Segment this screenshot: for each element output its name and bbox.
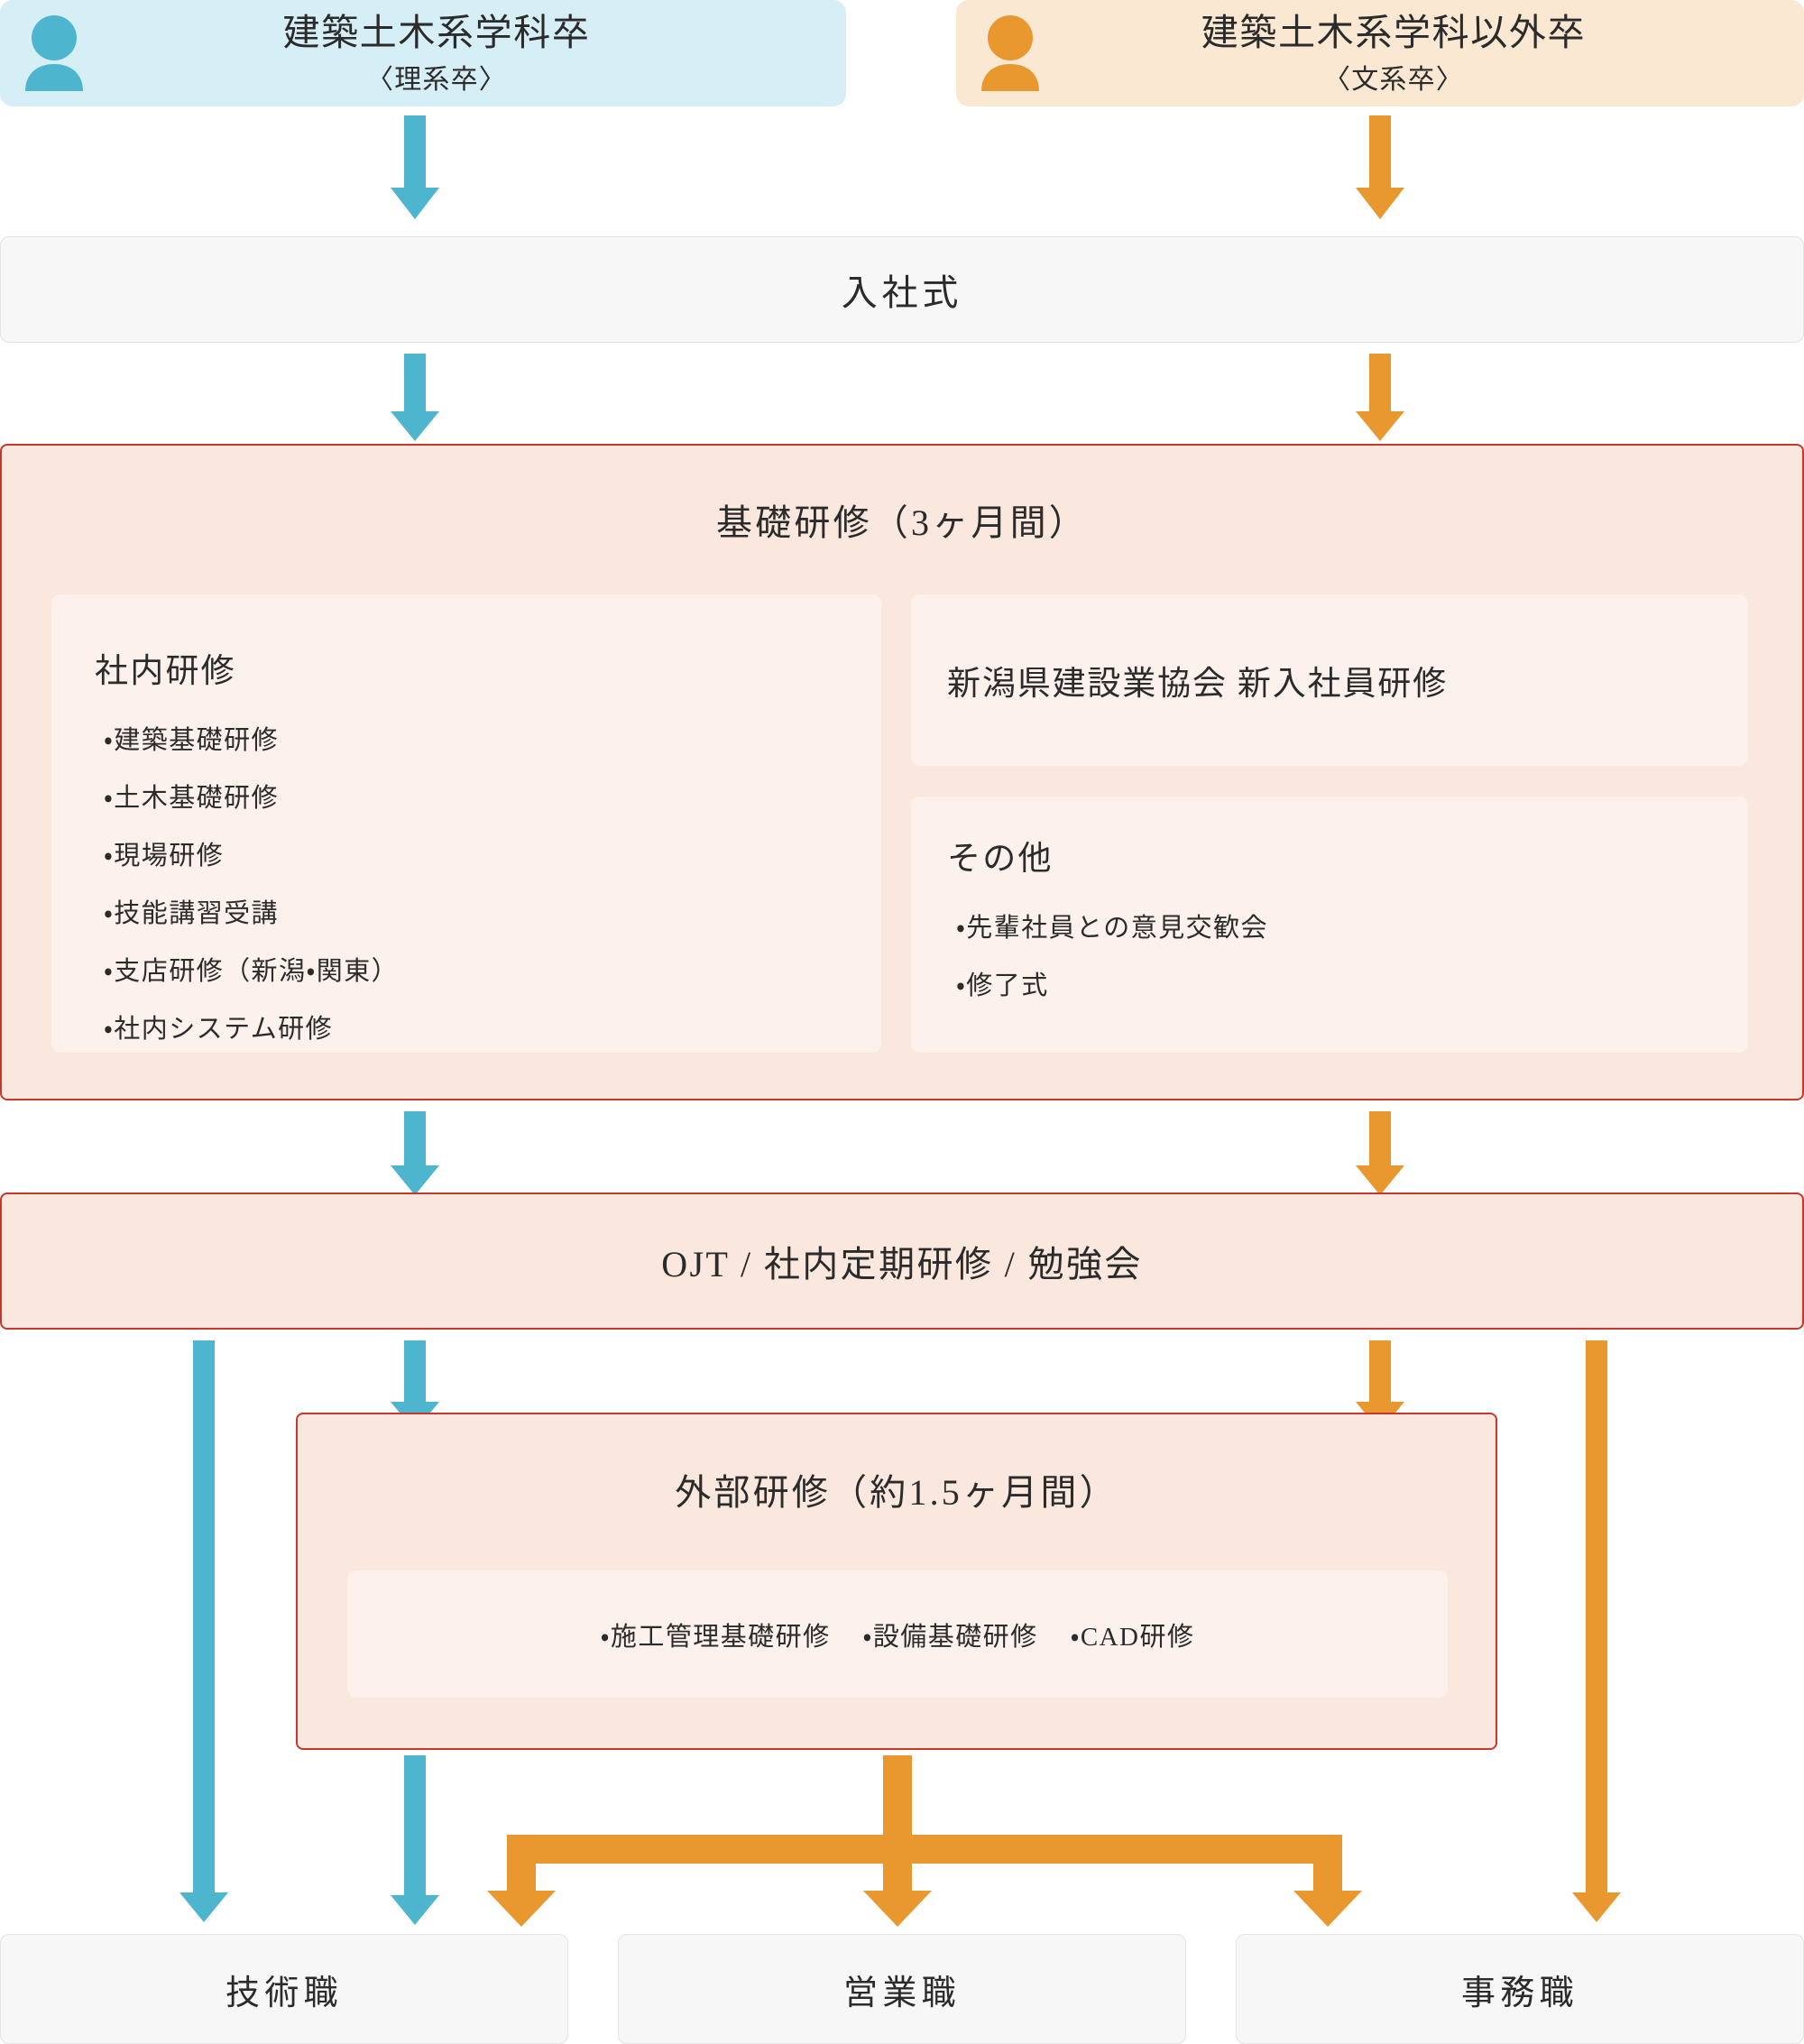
list-item: ・社内システム研修 [104, 1015, 334, 1044]
ceremony-label: 入社式 [841, 272, 963, 313]
arrow-ojt-to-technical-direct [179, 1340, 228, 1922]
basic-training-panel: 基礎研修（3ヶ月間） 社内研修 ・建築基礎研修 ・土木基礎研修 ・現場研修 ・技… [0, 444, 1804, 1100]
list-item: ・設備基礎研修 [862, 1622, 1038, 1652]
arrow-external-branch [487, 1755, 1362, 1927]
outcome-label-technical: 技術職 [226, 1974, 343, 2012]
external-training-title: 外部研修（約1.5ヶ月間） [675, 1472, 1118, 1513]
outcome-box-sales[interactable]: 営業職 [618, 1934, 1186, 2044]
internal-training-heading: 社内研修 [95, 653, 236, 690]
other-training-list: ・先輩社員との意見交歓会 ・修了式 [956, 907, 1268, 1002]
ojt-panel[interactable]: OJT / 社内定期研修 / 勉強会 [0, 1192, 1804, 1330]
list-item: ・修了式 [956, 971, 1049, 1000]
arrow-external-to-technical [391, 1755, 439, 1925]
outcome-box-clerical[interactable]: 事務職 [1236, 1934, 1804, 2044]
entry-card-liberal-arts-subtitle: 〈文系卒〉 [1323, 64, 1464, 95]
arrow-ceremony-to-basic-left [391, 354, 439, 441]
arrow-liberal-to-ceremony [1356, 115, 1404, 219]
external-training-panel: 外部研修（約1.5ヶ月間） ・施工管理基礎研修 ・設備基礎研修 ・CAD研修 [296, 1413, 1497, 1750]
list-item: ・支店研修（新潟・関東） [104, 957, 400, 986]
list-item: ・施工管理基礎研修 [600, 1622, 831, 1652]
basic-training-title: 基礎研修（3ヶ月間） [716, 502, 1088, 543]
entry-card-science-title: 建築土木系学科卒 [282, 11, 591, 53]
list-item: ・CAD研修 [1070, 1622, 1195, 1652]
arrow-basic-to-ojt-right [1356, 1111, 1404, 1195]
internal-training-card: 社内研修 ・建築基礎研修 ・土木基礎研修 ・現場研修 ・技能講習受講 ・支店研修… [51, 594, 881, 1053]
arrow-ojt-to-external [391, 1340, 439, 1432]
ojt-label: OJT / 社内定期研修 / 勉強会 [661, 1244, 1143, 1284]
outcome-label-sales: 営業職 [843, 1974, 961, 2012]
person-icon [956, 0, 1064, 107]
other-training-heading: その他 [947, 841, 1054, 878]
list-item: ・先輩社員との意見交歓会 [956, 914, 1268, 943]
external-training-items-card: ・施工管理基礎研修 ・設備基礎研修 ・CAD研修 [347, 1570, 1448, 1698]
list-item: ・技能講習受講 [104, 899, 280, 928]
list-item: ・現場研修 [104, 842, 225, 870]
ceremony-box[interactable]: 入社式 [0, 236, 1804, 343]
entry-card-science-subtitle: 〈理系卒〉 [366, 64, 507, 95]
entry-card-liberal-arts-text: 建築土木系学科以外卒 〈文系卒〉 [1064, 10, 1804, 97]
association-training-heading: 新潟県建設業協会 新入社員研修 [947, 666, 1448, 703]
person-icon [0, 0, 108, 107]
external-training-items: ・施工管理基礎研修 ・設備基礎研修 ・CAD研修 [601, 1616, 1195, 1653]
entry-card-science[interactable]: 建築土木系学科卒 〈理系卒〉 [0, 0, 846, 106]
other-training-card: その他 ・先輩社員との意見交歓会 ・修了式 [911, 796, 1748, 1053]
association-training-card: 新潟県建設業協会 新入社員研修 [911, 594, 1748, 766]
list-item: ・建築基礎研修 [104, 726, 280, 755]
arrow-ojt-to-external-orange [1356, 1340, 1404, 1432]
outcome-label-clerical: 事務職 [1461, 1974, 1578, 2012]
list-item: ・土木基礎研修 [104, 784, 280, 813]
arrow-basic-to-ojt-left [391, 1111, 439, 1195]
entry-card-liberal-arts-title: 建築土木系学科以外卒 [1201, 11, 1587, 53]
internal-training-list: ・建築基礎研修 ・土木基礎研修 ・現場研修 ・技能講習受講 ・支店研修（新潟・関… [104, 719, 399, 1045]
arrow-ojt-to-clerical [1572, 1340, 1621, 1922]
outcome-box-technical[interactable]: 技術職 [0, 1934, 568, 2044]
entry-card-liberal-arts[interactable]: 建築土木系学科以外卒 〈文系卒〉 [956, 0, 1804, 106]
arrow-ceremony-to-basic-right [1356, 354, 1404, 441]
arrow-science-to-ceremony [391, 115, 439, 219]
entry-card-science-text: 建築土木系学科卒 〈理系卒〉 [108, 10, 846, 97]
